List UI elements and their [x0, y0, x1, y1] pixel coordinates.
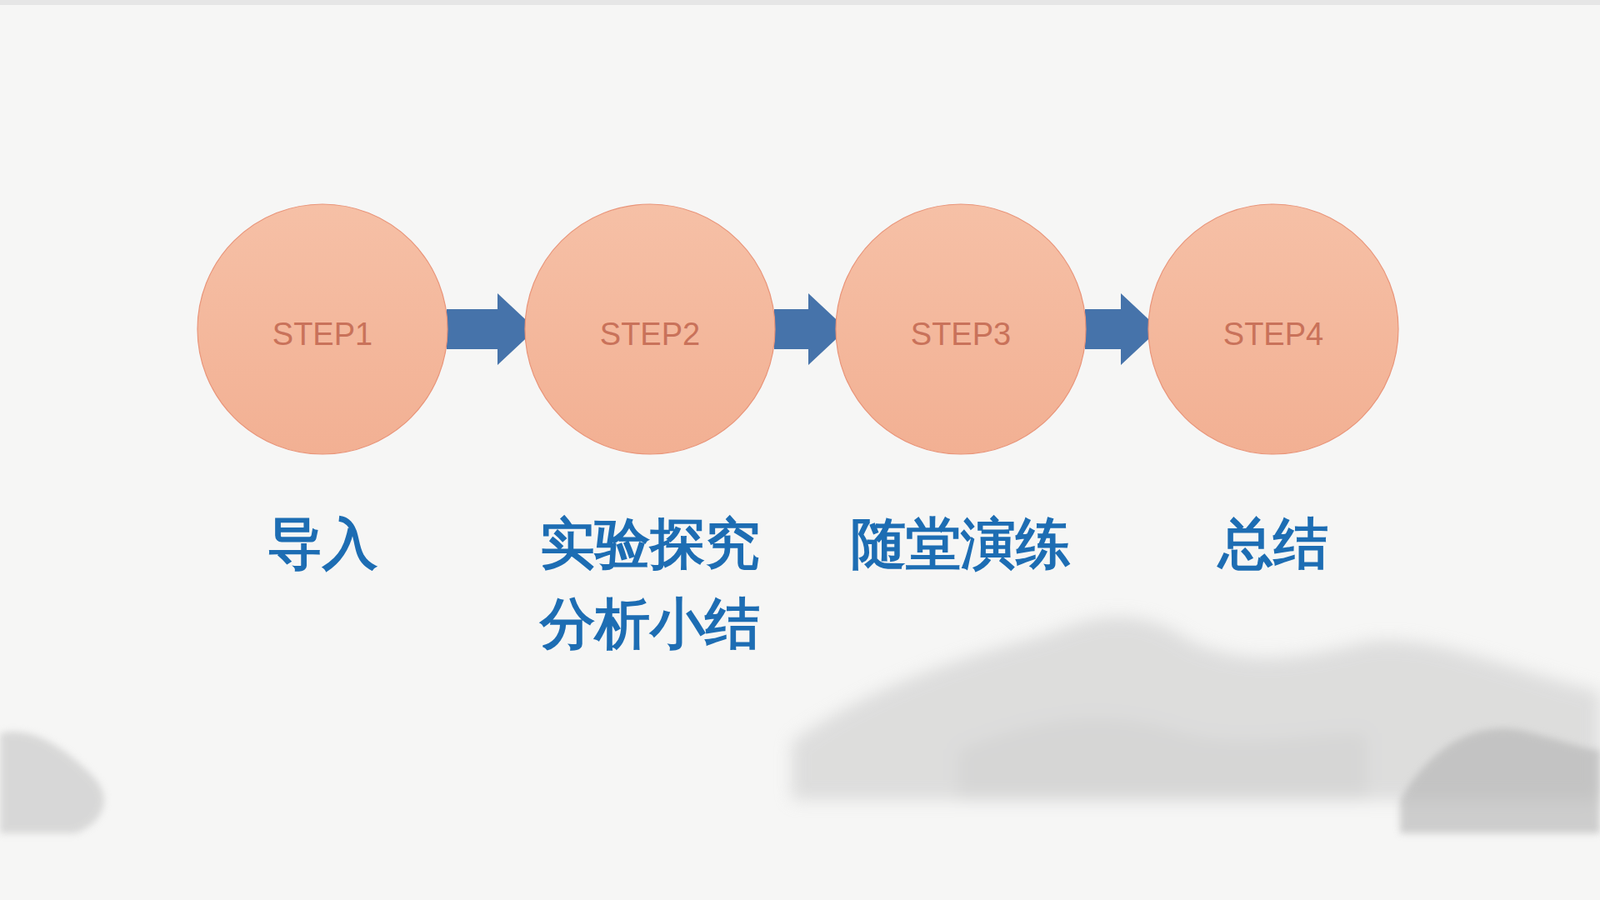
step-circle: STEP3随堂演练 [835, 203, 1087, 455]
step-number: STEP3 [835, 316, 1087, 353]
step-number: STEP4 [1147, 316, 1400, 353]
block-arrow [446, 293, 536, 365]
step-circle: STEP4总结 [1147, 203, 1400, 455]
step-caption: 导入 [204, 504, 441, 585]
step-number: STEP1 [196, 316, 449, 353]
step-caption: 总结 [1155, 504, 1392, 585]
step-circle: STEP1导入 [196, 203, 449, 455]
step-caption: 实验探究 分析小结 [531, 504, 769, 664]
step-caption: 随堂演练 [842, 504, 1080, 585]
step-circle: STEP2实验探究 分析小结 [524, 203, 776, 455]
step-number: STEP2 [524, 316, 776, 353]
